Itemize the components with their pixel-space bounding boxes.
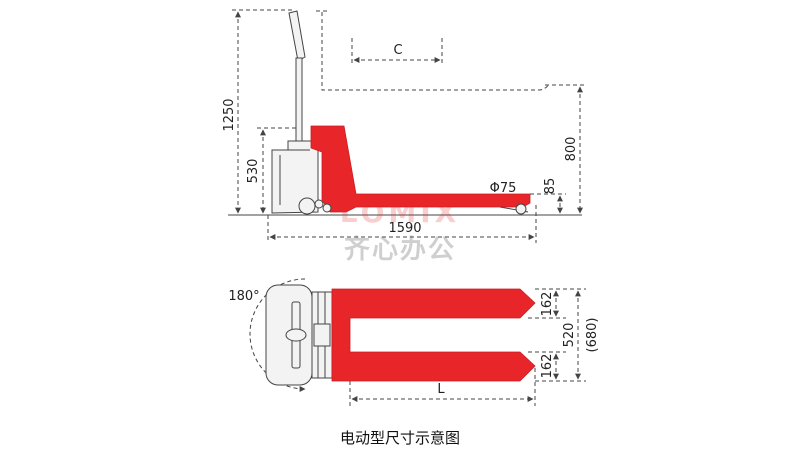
- red-forks-top: [331, 288, 536, 382]
- drive-wheel: [298, 197, 316, 215]
- dim-680-label: (680): [585, 318, 600, 353]
- watermark-name: 齐心办公: [344, 234, 456, 265]
- tiller-pole: [295, 57, 303, 145]
- top-view: 180° 162 162 520 (680) L: [228, 278, 600, 406]
- dim-530-label: 530: [246, 159, 261, 184]
- linkage-pivot-1: [314, 199, 324, 209]
- pump-unit-top: [313, 323, 331, 347]
- rotation-label: 180°: [228, 289, 259, 304]
- side-view: 1250 530 C Φ75 85: [222, 9, 586, 243]
- dim-1590-label: 1590: [388, 221, 421, 236]
- tiller-head-top: [285, 328, 307, 342]
- dim-c-label: C: [393, 43, 402, 58]
- dim-85-label: 85: [543, 178, 558, 195]
- dim-162-top-label: 162: [540, 292, 555, 317]
- wheel-diameter-label: Φ75: [490, 181, 517, 196]
- dim-520-label: 520: [562, 323, 577, 348]
- watermark-brand: LOMIX: [340, 196, 461, 229]
- dim-800-label: 800: [564, 137, 579, 162]
- load-wheel: [515, 203, 527, 215]
- dim-162-bottom-label: 162: [540, 354, 555, 379]
- red-chassis-forks: [310, 125, 531, 213]
- watermark: LOMIX 齐心办公: [340, 196, 461, 265]
- dim-l-label: L: [437, 382, 445, 397]
- raised-fork-outline: [321, 12, 550, 91]
- diagram-caption: 电动型尺寸示意图: [340, 429, 460, 447]
- tiller-grip: [288, 10, 306, 62]
- dim-1250-label: 1250: [222, 98, 237, 131]
- linkage-pivot-2: [322, 203, 332, 213]
